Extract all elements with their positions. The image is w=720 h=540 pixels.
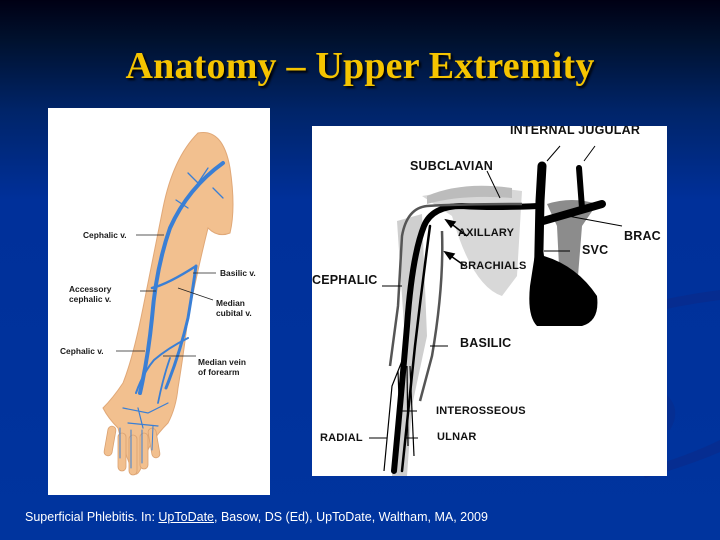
superficial-veins (388, 202, 523, 402)
label-radial: RADIAL (320, 432, 363, 444)
label-svc: SVC (582, 243, 609, 257)
label-brachials: BRACHIALS (460, 260, 527, 272)
label-internal-jugular: INTERNAL JUGULAR (510, 126, 641, 137)
venous-schematic-diagram: INTERNAL JUGULAR SUBCLAVIAN BRAC AXILLAR… (312, 126, 667, 476)
scapula-shape (422, 186, 522, 296)
sternum-shape (547, 200, 597, 326)
arm-skin (102, 131, 234, 475)
citation-prefix: Superficial Phlebitis. In: (25, 510, 159, 524)
label-median-cubital-2: cubital v. (216, 308, 252, 318)
label-axillary: AXILLARY (458, 227, 515, 239)
arm-vein-illustration: Cephalic v. Basilic v. Accessory cephali… (48, 108, 270, 495)
clavicle-shape (427, 185, 512, 204)
label-median-cubital-1: Median (216, 298, 245, 308)
deep-veins (391, 161, 606, 474)
label-brachiocephalic: BRAC (624, 229, 661, 243)
citation-suffix: , Basow, DS (Ed), UpToDate, Waltham, MA,… (214, 510, 488, 524)
label-leaders (369, 145, 623, 439)
schematic-drawing (369, 145, 623, 476)
label-leaders (116, 234, 216, 357)
citation: Superficial Phlebitis. In: UpToDate, Bas… (25, 510, 488, 524)
arrows (443, 218, 468, 267)
label-interosseous: INTEROSSEOUS (436, 405, 526, 417)
label-accessory-cephalic-1: Accessory (69, 284, 112, 294)
label-cephalic: CEPHALIC (312, 273, 378, 287)
label-cephalic-upper: Cephalic v. (83, 230, 127, 240)
label-accessory-cephalic-2: cephalic v. (69, 294, 112, 304)
label-cephalic-lower: Cephalic v. (60, 346, 104, 356)
label-basilic: BASILIC (460, 336, 512, 350)
slide-title: Anatomy – Upper Extremity (125, 45, 595, 87)
arm-drawing (102, 131, 234, 476)
uptodate-link[interactable]: UpToDate (158, 510, 214, 524)
vein-network (119, 161, 225, 469)
label-basilic: Basilic v. (220, 268, 256, 278)
label-ulnar: ULNAR (437, 431, 477, 443)
label-subclavian: SUBCLAVIAN (410, 159, 494, 173)
label-median-forearm-2: of forearm (198, 367, 240, 377)
heart-shape (529, 241, 598, 326)
label-median-forearm-1: Median vein (198, 357, 246, 367)
